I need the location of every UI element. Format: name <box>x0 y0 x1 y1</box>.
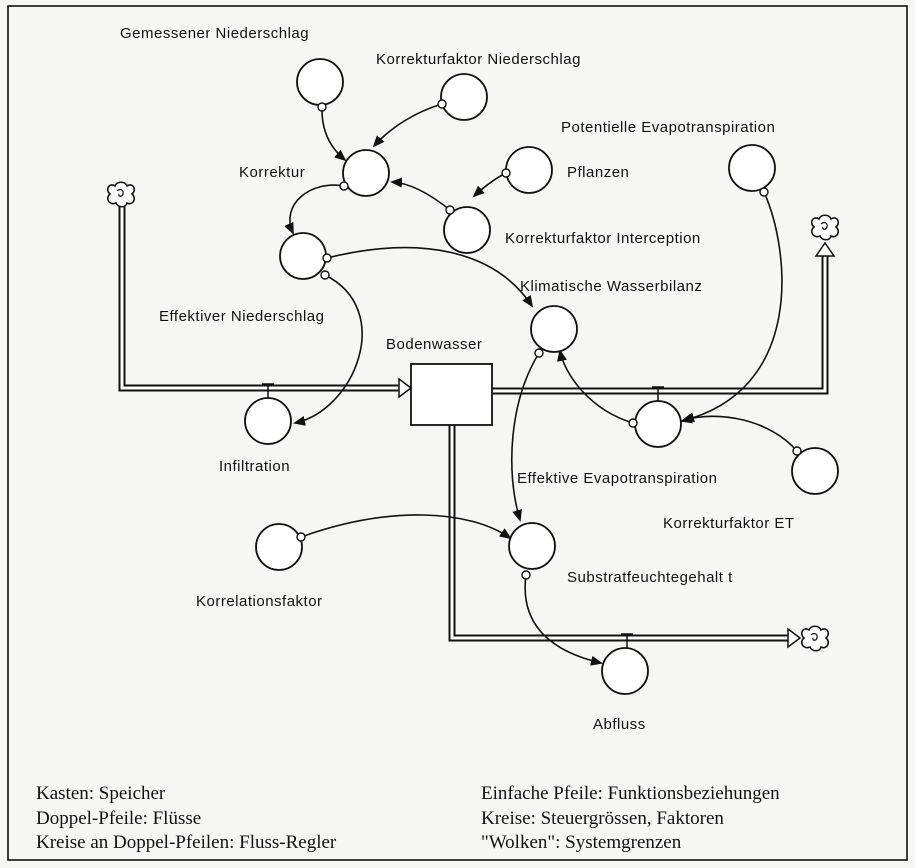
circle-korrekturfaktor-interception <box>443 206 491 254</box>
runoff-pipe <box>448 425 802 649</box>
label-korrekturfaktor-interception: Korrekturfaktor Interception <box>505 230 701 247</box>
circle-infiltration <box>244 397 292 445</box>
circle-korrekturfaktor-et <box>791 447 839 495</box>
label-bodenwasser: Bodenwasser <box>386 336 482 353</box>
label-abfluss: Abfluss <box>593 716 646 733</box>
circle-korrektur <box>342 149 390 197</box>
circle-effektiver-niederschlag <box>279 232 327 280</box>
label-korrelationsfaktor: Korrelationsfaktor <box>196 593 323 610</box>
label-infiltration: Infiltration <box>219 458 290 475</box>
legend-item-einfache-pfeile: Einfache Pfeile: Funktionsbeziehungen <box>481 783 780 804</box>
legend-item-doppel-pfeile: Doppel-Pfeile: Flüsse <box>36 807 202 829</box>
circle-korrekturfaktor-niederschlag <box>440 73 488 121</box>
legend-item-wolken: "Wolken": Systemgrenzen <box>481 832 682 853</box>
diagram-border <box>7 5 908 861</box>
source-cloud-icon <box>106 181 136 208</box>
evaporation-pipe <box>492 241 836 395</box>
sink-cloud-runoff-icon <box>800 625 830 652</box>
label-effektiver-niederschlag: Effektiver Niederschlag <box>159 308 324 325</box>
label-pflanzen: Pflanzen <box>567 164 629 181</box>
label-korrekturfaktor-niederschlag: Korrekturfaktor Niederschlag <box>376 51 581 68</box>
legend-right: Einfache Pfeile: Funktionsbeziehungen Kr… <box>481 782 780 856</box>
legend-item-kreise: Kreise: Steuergrössen, Faktoren <box>481 807 724 829</box>
label-effektive-evapotranspiration: Effektive Evapotranspiration <box>517 470 718 487</box>
circle-korrelationsfaktor <box>255 523 303 571</box>
label-korrekturfaktor-et: Korrekturfaktor ET <box>663 515 795 532</box>
circle-gemessener-niederschlag <box>296 58 344 106</box>
label-potentielle-evapotranspiration: Potentielle Evapotranspiration <box>561 119 775 136</box>
valve-stems <box>262 383 664 648</box>
legend-item-kasten: Kasten: Speicher <box>36 783 166 804</box>
label-gemessener-niederschlag: Gemessener Niederschlag <box>120 25 309 42</box>
circle-effektive-evapotranspiration <box>634 400 682 448</box>
inflow-pipe <box>118 207 413 399</box>
circle-abfluss <box>601 647 649 695</box>
stock-bodenwasser <box>410 363 493 426</box>
label-substratfeuchtegehalt: Substratfeuchtegehalt t <box>567 569 733 586</box>
circle-substratfeuchtegehalt <box>508 522 556 570</box>
connector-dots <box>296 99 802 580</box>
circle-pflanzen <box>505 146 553 194</box>
circle-klimatische-wasserbilanz <box>530 305 578 353</box>
label-klimatische-wasserbilanz: Klimatische Wasserbilanz <box>520 278 702 295</box>
auxiliaries <box>244 58 839 695</box>
info-arrows <box>284 103 798 666</box>
circle-potentielle-evapotranspiration <box>728 144 776 192</box>
legend-item-kreise-regler: Kreise an Doppel-Pfeilen: Fluss-Regler <box>36 832 337 853</box>
legend-left: Kasten: Speicher Doppel-Pfeile: Flüsse K… <box>36 782 336 856</box>
sink-cloud-evaporation-icon <box>810 214 840 241</box>
label-korrektur: Korrektur <box>239 164 305 181</box>
